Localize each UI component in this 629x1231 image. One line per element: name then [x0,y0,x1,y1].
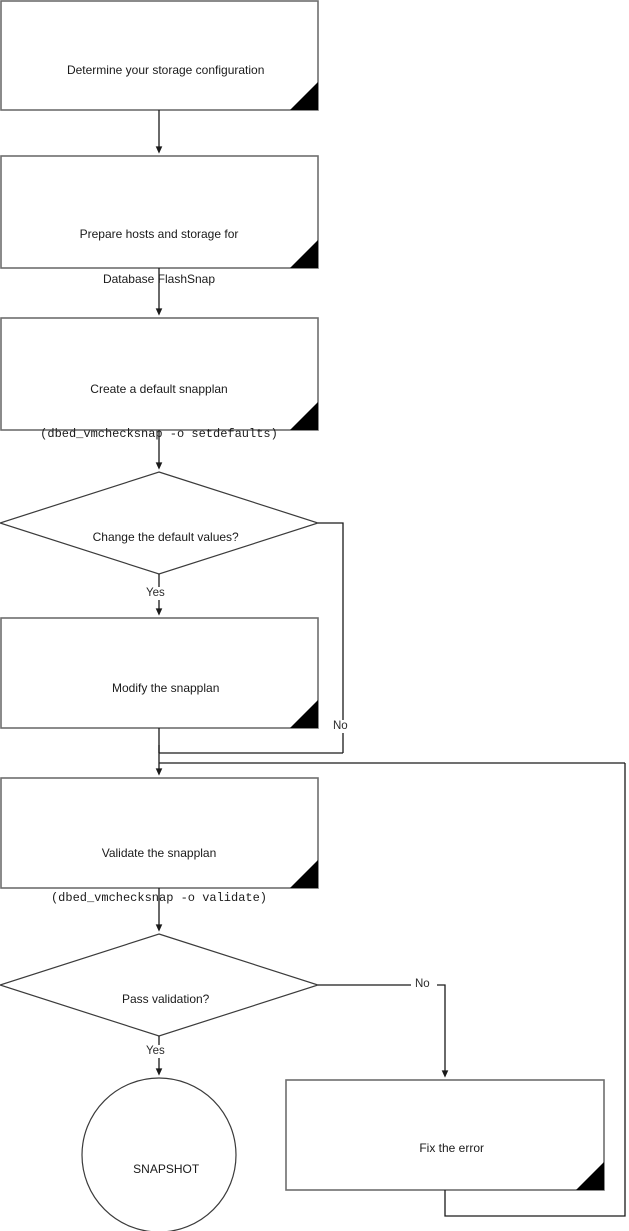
edge-label-change-defaults-no: No [331,720,350,733]
edge-label-pass-validation-yes: Yes [144,1045,167,1058]
edge-fix-error-feedback [444,763,626,1217]
node-create-snapplan[interactable] [0,317,319,431]
node-fix-error[interactable] [285,1079,605,1191]
node-validate-snapplan[interactable] [0,777,319,889]
node-change-defaults[interactable] [0,471,320,575]
node-determine-storage[interactable] [0,0,319,111]
corner-fold-icon [290,860,318,888]
edge-pass-no-down-to-fix [437,984,449,1078]
corner-fold-icon [290,700,318,728]
node-prepare-hosts[interactable] [0,155,319,269]
node-snapshot[interactable] [81,1077,237,1231]
corner-fold-icon [290,402,318,430]
corner-fold-icon [290,82,318,110]
edge-label-pass-validation-no: No [413,978,432,991]
edge-decision-no-path [318,522,344,753]
edge-label-change-defaults-yes: Yes [144,587,167,600]
node-modify-snapplan[interactable] [0,617,319,729]
corner-fold-icon [290,240,318,268]
node-pass-validation[interactable] [0,933,320,1037]
corner-fold-icon [576,1162,604,1190]
